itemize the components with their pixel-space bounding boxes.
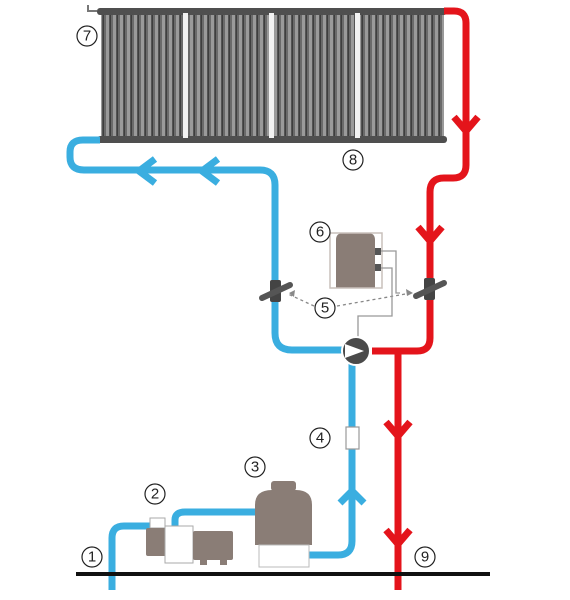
pointer-arrowhead-left (289, 290, 295, 297)
callout-8: 8 (342, 149, 364, 171)
valve-pointer-lines (287, 292, 412, 307)
callout-6-text: 6 (316, 224, 324, 241)
callout-5: 5 (314, 297, 336, 319)
flow-arrow-down-2 (415, 224, 445, 247)
callout-2: 2 (144, 483, 166, 505)
solar-controller (329, 232, 383, 289)
flow-arrow-down-1 (451, 114, 481, 137)
flow-arrow-down-3 (383, 419, 413, 442)
diverter-valve (341, 336, 371, 366)
check-valve (345, 426, 360, 450)
cold-flow-arrows (133, 156, 367, 506)
callout-1-text: 1 (88, 549, 96, 566)
callout-3: 3 (244, 456, 266, 478)
callout-4: 4 (309, 427, 331, 449)
hot-flow-arrows (383, 114, 481, 550)
pointer-arrowhead-right (406, 289, 413, 296)
solar-collector-array (87, 5, 447, 143)
isolation-valve-right (413, 278, 447, 300)
callout-8-text: 8 (349, 152, 357, 169)
pool-filter (255, 481, 312, 568)
callout-7-text: 7 (83, 28, 91, 45)
callout-6: 6 (309, 221, 331, 243)
cold-supply-pipe (66, 136, 356, 590)
callout-9-text: 9 (421, 549, 429, 566)
isolation-valve-left (259, 280, 293, 302)
callout-3-text: 3 (251, 459, 259, 476)
flow-arrow-left-2 (196, 156, 221, 186)
vacuum-relief-valve (87, 5, 97, 12)
callout-1: 1 (81, 546, 103, 568)
callout-4-text: 4 (316, 430, 324, 447)
controller-wiring (357, 250, 400, 340)
hot-return-pipe (372, 7, 470, 590)
flow-arrow-down-4 (383, 527, 413, 550)
callout-7: 7 (76, 25, 98, 47)
flow-arrow-left-1 (133, 156, 158, 186)
callout-5-text: 5 (321, 300, 329, 317)
pool-pump (146, 517, 233, 565)
callout-2-text: 2 (151, 486, 159, 503)
flow-arrow-up (337, 486, 367, 506)
callout-9: 9 (414, 546, 436, 568)
